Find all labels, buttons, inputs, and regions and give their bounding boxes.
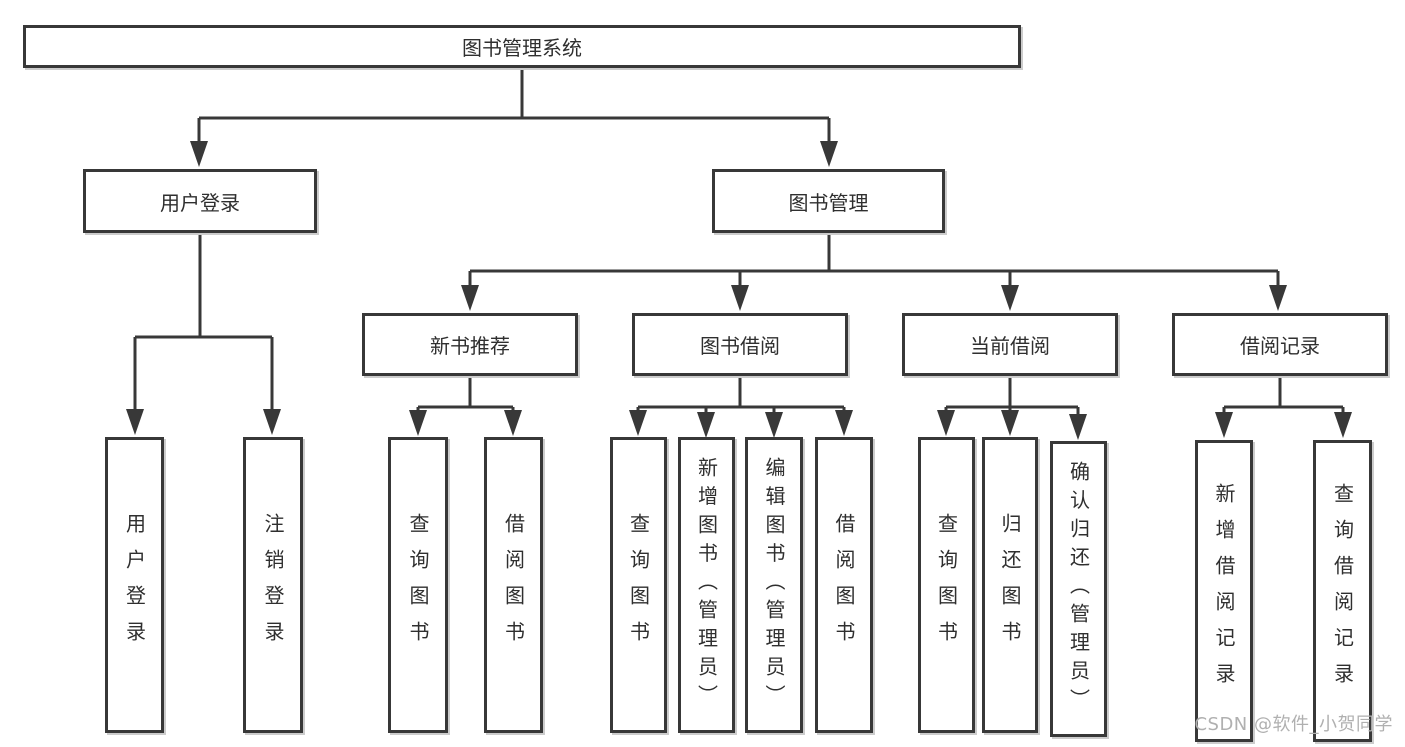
leaf-edit-books-admin: 编辑图书（管理员） — [745, 437, 803, 733]
leaf-query-books-current: 查询图书 — [918, 437, 975, 733]
leaf-add-borrow-record: 新增借阅记录 — [1195, 440, 1253, 742]
leaf-borrow-books: 借阅图书 — [815, 437, 873, 733]
leaf-query-books-recommend: 查询图书 — [388, 437, 448, 733]
leaf-logout: 注销登录 — [243, 437, 303, 733]
node-new-book-recommend: 新书推荐 — [362, 313, 578, 376]
leaf-borrow-books-recommend: 借阅图书 — [484, 437, 543, 733]
leaf-confirm-return-admin: 确认归还（管理员） — [1050, 441, 1107, 737]
node-user-login-module: 用户登录 — [83, 169, 317, 233]
node-root-system: 图书管理系统 — [23, 25, 1021, 68]
leaf-user-login: 用户登录 — [105, 437, 164, 733]
node-borrow-records: 借阅记录 — [1172, 313, 1388, 376]
node-current-borrow: 当前借阅 — [902, 313, 1118, 376]
leaf-query-borrow-record: 查询借阅记录 — [1313, 440, 1372, 742]
node-book-borrow: 图书借阅 — [632, 313, 848, 376]
leaf-return-books: 归还图书 — [982, 437, 1038, 733]
leaf-add-books-admin: 新增图书（管理员） — [678, 437, 735, 733]
leaf-query-books-borrow: 查询图书 — [610, 437, 667, 733]
csdn-watermark: CSDN @软件_小贺同学 — [1194, 714, 1393, 735]
node-book-management-module: 图书管理 — [712, 169, 945, 233]
